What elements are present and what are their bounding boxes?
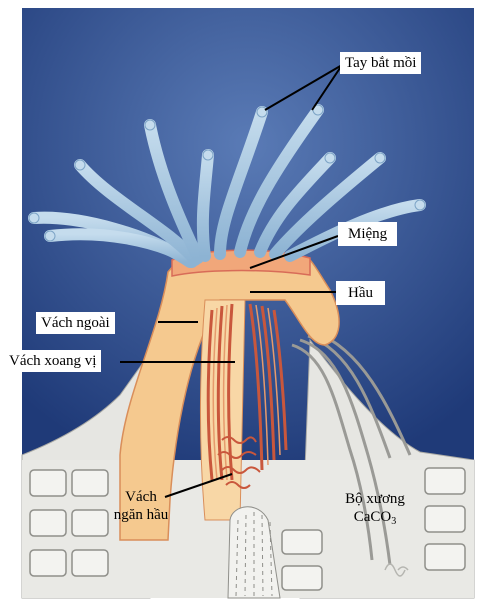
label-skeleton-line1: Bộ xương xyxy=(330,490,420,508)
label-mouth: Miệng xyxy=(338,222,397,246)
label-skeleton-line2: CaCO3 xyxy=(330,508,420,531)
label-pharyngeal-septum-line2: ngăn hầu xyxy=(108,506,174,524)
label-pharyngeal-septum: Vách ngăn hầu xyxy=(108,488,174,524)
label-skeleton: Bộ xương CaCO3 xyxy=(330,490,420,531)
label-pharynx: Hầu xyxy=(336,281,385,305)
label-skeleton-subscript: 3 xyxy=(391,516,396,527)
label-tentacles: Tay bắt mồi xyxy=(340,52,421,74)
label-outer-wall: Vách ngoài xyxy=(36,312,115,334)
label-gastric-septum: Vách xoang vị xyxy=(4,350,101,372)
label-skeleton-formula: CaCO xyxy=(354,509,392,525)
label-pharyngeal-septum-line1: Vách xyxy=(108,488,174,506)
